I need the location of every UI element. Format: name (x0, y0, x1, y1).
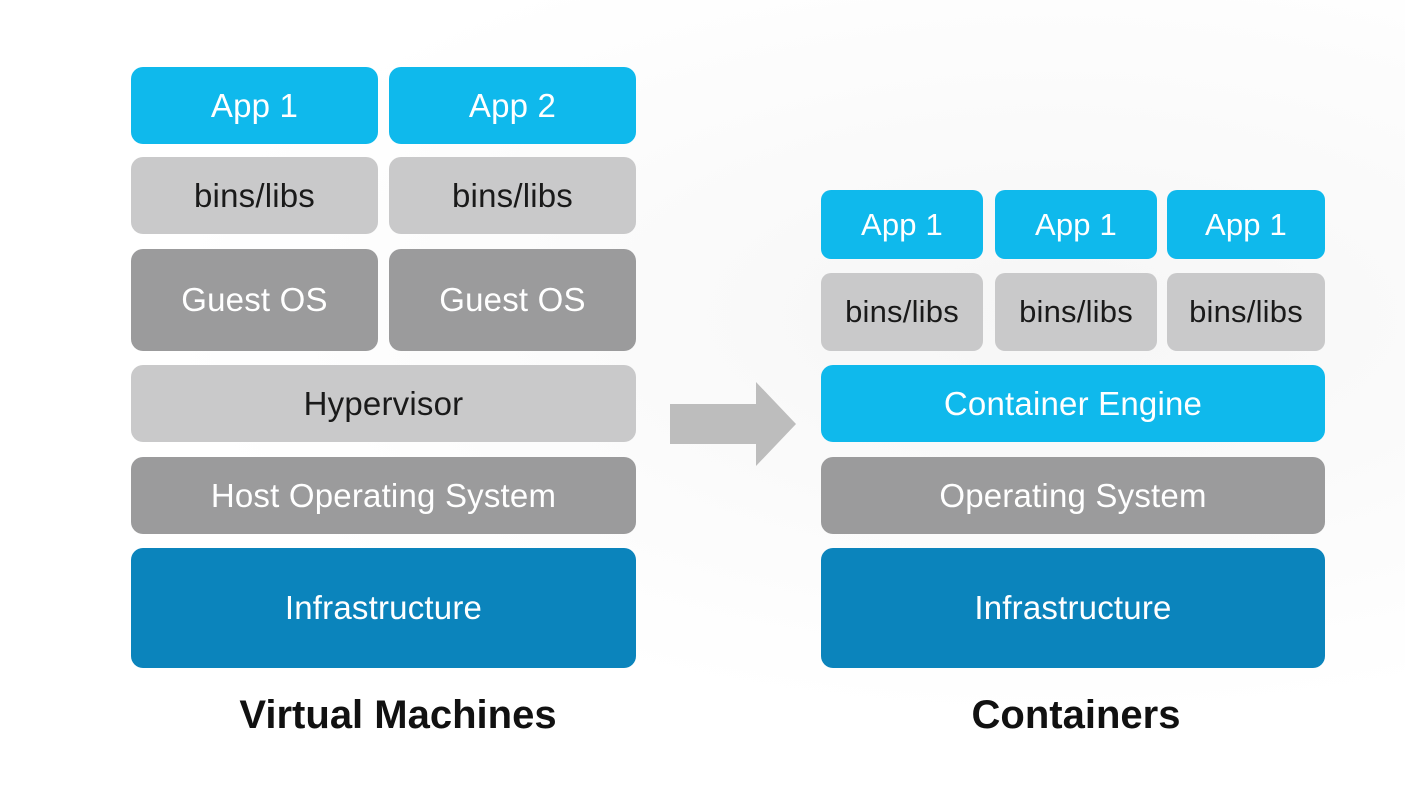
containers-title: Containers (971, 693, 1181, 737)
vm-bins-libs-1-block: bins/libs (131, 157, 378, 234)
vm-host-os-block: Host Operating System (131, 457, 636, 534)
vm-app-1-block: App 1 (131, 67, 378, 144)
container-app-3-block: App 1 (1167, 190, 1325, 259)
container-bins-libs-2-block: bins/libs (995, 273, 1157, 351)
vm-app-2-block: App 2 (389, 67, 636, 144)
container-app-2-block: App 1 (995, 190, 1157, 259)
container-engine-block: Container Engine (821, 365, 1325, 442)
container-bins-libs-3-block: bins/libs (1167, 273, 1325, 351)
container-os-block: Operating System (821, 457, 1325, 534)
vm-hypervisor-block: Hypervisor (131, 365, 636, 442)
container-bins-libs-1-block: bins/libs (821, 273, 983, 351)
vm-guest-os-2-block: Guest OS (389, 249, 636, 351)
container-infrastructure-block: Infrastructure (821, 548, 1325, 668)
vm-title: Virtual Machines (239, 693, 557, 737)
right-arrow-icon (670, 382, 796, 466)
vm-bins-libs-2-block: bins/libs (389, 157, 636, 234)
container-app-1-block: App 1 (821, 190, 983, 259)
vm-guest-os-1-block: Guest OS (131, 249, 378, 351)
vm-infrastructure-block: Infrastructure (131, 548, 636, 668)
